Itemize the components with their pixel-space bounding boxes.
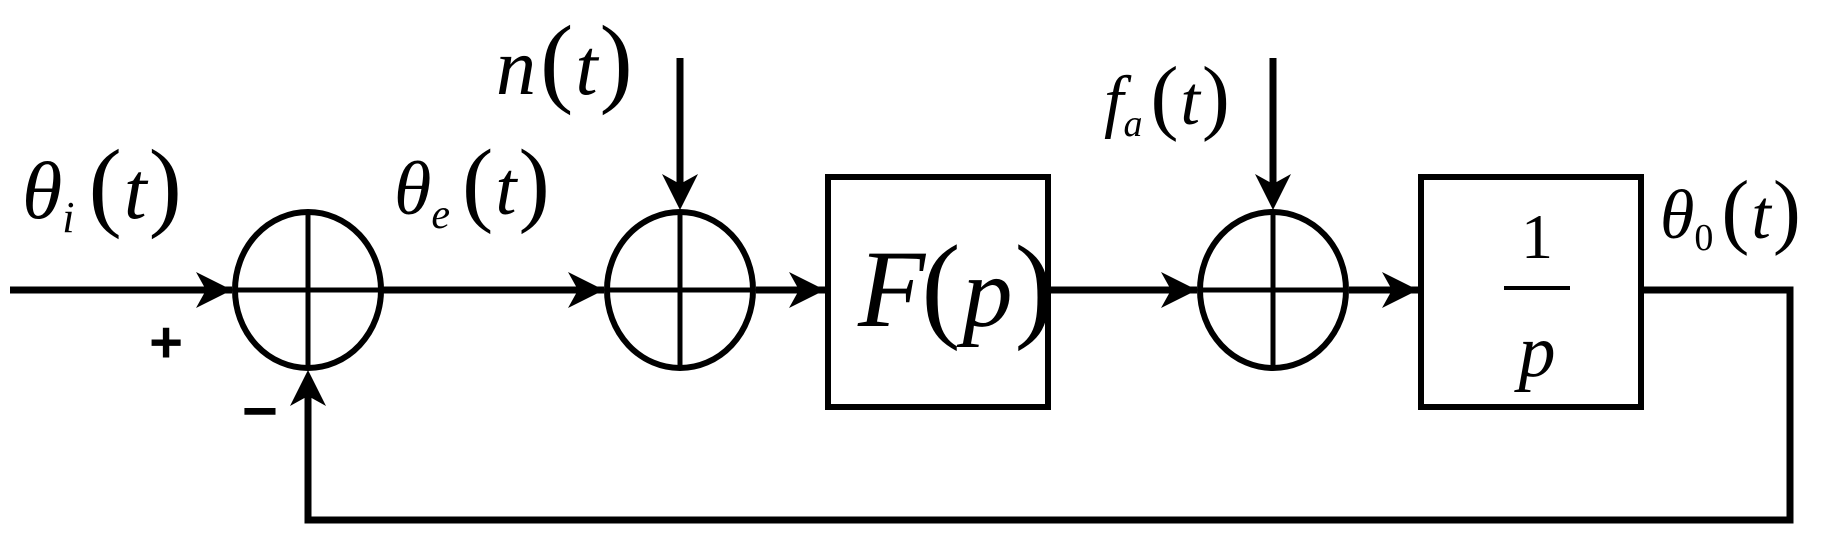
plus-sign: + <box>149 310 183 375</box>
integrator-block <box>1418 174 1644 410</box>
filter-transfer-label: F(p) <box>857 221 1054 352</box>
minus-sign: − <box>242 377 278 446</box>
integrator-denominator: p <box>1514 311 1556 393</box>
arrow-filter-out <box>1161 272 1197 308</box>
arrow-feedback <box>290 370 326 406</box>
arrow-to-filter <box>789 272 825 308</box>
summing-junction-2 <box>604 209 756 371</box>
integrator-numerator: 1 <box>1521 201 1553 272</box>
signal-wires <box>10 58 1794 524</box>
arrowheads <box>196 174 1418 406</box>
output-signal-label: θ0(t) <box>1660 164 1801 259</box>
filter-block <box>825 174 1051 410</box>
summing-junction-1 <box>232 209 384 371</box>
arrow-error <box>568 272 604 308</box>
arrow-to-integrator <box>1382 272 1418 308</box>
wire-feedback <box>304 286 1794 524</box>
input-signal-label: θi(t) <box>22 129 182 242</box>
arrow-accel <box>1255 174 1291 210</box>
noise-signal-label: n(t) <box>496 5 633 116</box>
accel-signal-label: fa(t) <box>1104 50 1230 145</box>
arrow-noise <box>662 174 698 210</box>
error-signal-label: θe(t) <box>394 131 550 238</box>
arrow-input <box>196 272 232 308</box>
summing-junction-3 <box>1197 209 1349 371</box>
